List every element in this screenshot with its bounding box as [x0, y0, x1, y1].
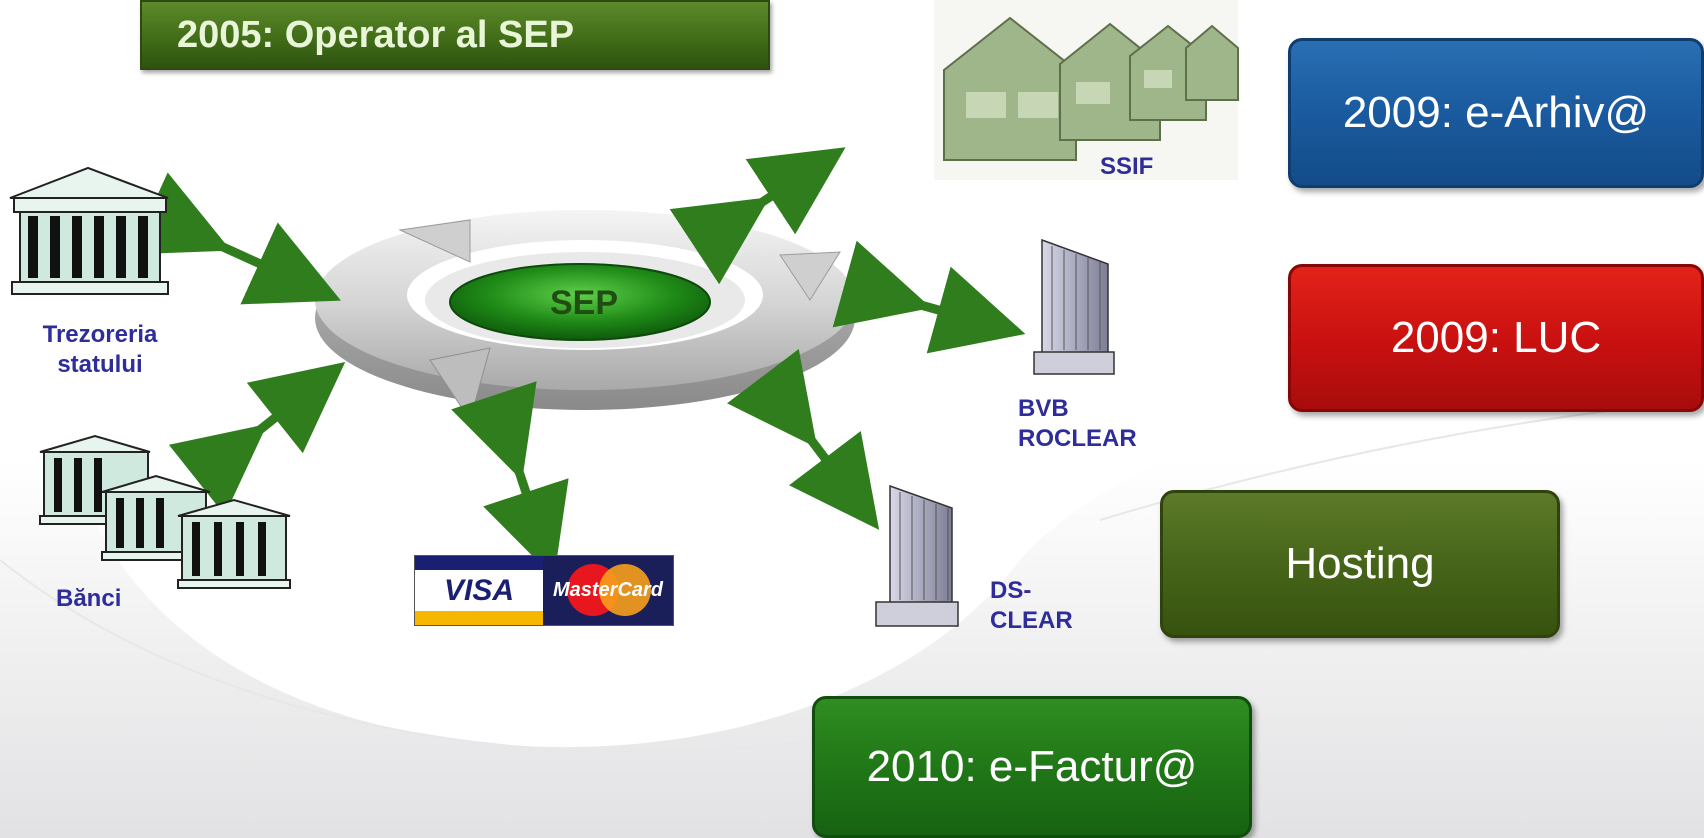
sep-center-ellipse [449, 263, 711, 341]
arrow-cards [451, 381, 569, 578]
mastercard-text: MasterCard [552, 579, 664, 601]
mastercard-logo: MasterCard [543, 556, 673, 625]
arrow-ssif [669, 147, 846, 285]
label-bvb-line1: BVB [1018, 395, 1069, 422]
banci-buildings-icon [39, 434, 291, 589]
arrow-bvb [832, 240, 1026, 354]
label-trezoreria: Trezoreria statului [42, 321, 158, 378]
connection-arrows [130, 147, 1026, 578]
bvb-building-icon [1033, 238, 1115, 375]
card-logos: VISA MasterCard [414, 555, 674, 626]
arrow-trezoreria [130, 172, 341, 305]
dsclear-building-icon [875, 484, 959, 627]
page-title: 2005: Operator al SEP [140, 0, 770, 70]
label-banci: Bănci [56, 585, 122, 612]
arrow-banci [168, 361, 346, 516]
label-dsclear: DS- CLEAR [990, 576, 1073, 636]
visa-logo: VISA [415, 556, 543, 625]
ssif-money-houses-image [934, 0, 1239, 180]
service-efactura-box: 2010: e-Factur@ [812, 696, 1252, 838]
service-earhiva-box: 2009: e-Arhiv@ [1288, 38, 1704, 188]
visa-text: VISA [443, 573, 515, 607]
label-ssif: SSIF [1100, 153, 1154, 180]
service-luc-box: 2009: LUC [1288, 264, 1704, 412]
label-dsclear-line1: DS- [990, 577, 1032, 604]
service-hosting-box: Hosting [1160, 490, 1560, 638]
label-bvb-line2: ROCLEAR [1018, 425, 1137, 452]
label-bvb: BVB ROCLEAR [1018, 394, 1137, 454]
sep-label: SEP [550, 284, 618, 322]
trezoreria-building-icon [9, 166, 169, 295]
label-dsclear-line2: CLEAR [990, 607, 1073, 634]
arrow-dsclear [726, 348, 880, 530]
